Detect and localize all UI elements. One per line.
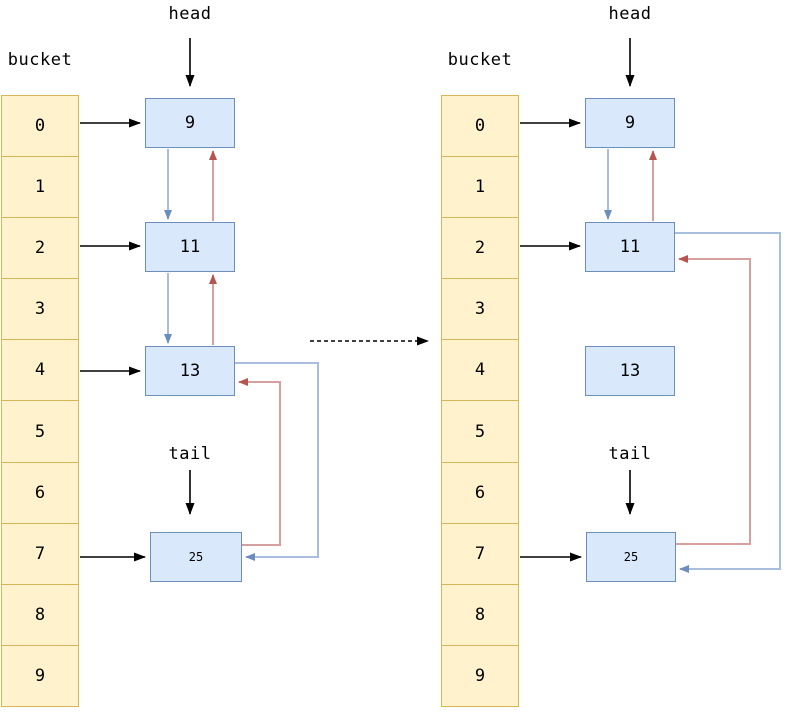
bucket-cell-6: 6: [442, 463, 518, 524]
right-bucket-label: bucket: [447, 50, 513, 70]
right-node-9: 9: [585, 98, 675, 148]
right-node-11: 11: [585, 222, 675, 272]
left-next-arrow-13-to-25: [235, 362, 319, 561]
left-head-label: head: [168, 4, 212, 24]
bucket-cell-8: 8: [2, 585, 78, 646]
bucket-cell-7: 7: [2, 524, 78, 585]
bucket-cell-1: 1: [2, 157, 78, 219]
left-prev-arrow-25-to-13: [238, 378, 281, 546]
bucket-cell-6: 6: [2, 463, 78, 524]
bucket-cell-7: 7: [442, 524, 518, 585]
bucket-cell-9: 9: [474, 665, 486, 686]
left-node-25: 25: [150, 532, 242, 582]
bucket-cell-0: 0: [2, 96, 78, 158]
bucket-cell-1: 1: [442, 157, 518, 219]
left-node-11: 11: [145, 222, 235, 272]
bucket-cell-0: 0: [442, 96, 518, 158]
right-tail-label: tail: [608, 444, 652, 464]
bucket-cell-5: 5: [2, 401, 78, 463]
bucket-cell-2: 2: [2, 218, 78, 280]
left-node-13: 13: [145, 346, 235, 396]
left-node-9: 9: [145, 98, 235, 148]
left-bucket-label: bucket: [7, 50, 73, 70]
bucket-cell-2: 2: [442, 218, 518, 280]
right-bucket-array: 0 1 2 3 4 5 6 7 8 9: [441, 95, 519, 707]
bucket-cell-3: 3: [442, 279, 518, 341]
right-head-label: head: [608, 4, 652, 24]
bucket-cell-4: 4: [2, 340, 78, 402]
bucket-cell-8: 8: [442, 585, 518, 646]
right-prev-arrow-25-to-11: [676, 255, 751, 545]
left-bucket-array: 0 1 2 3 4 5 6 7 8 9: [1, 95, 79, 707]
left-tail-label: tail: [168, 444, 212, 464]
bucket-cell-3: 3: [2, 279, 78, 341]
bucket-cell-4: 4: [442, 340, 518, 402]
right-next-arrow-11-to-25: [675, 232, 781, 573]
right-node-25: 25: [586, 532, 676, 582]
bucket-cell-9: 9: [34, 665, 46, 686]
right-node-13-detached: 13: [585, 346, 675, 396]
bucket-cell-5: 5: [442, 401, 518, 463]
